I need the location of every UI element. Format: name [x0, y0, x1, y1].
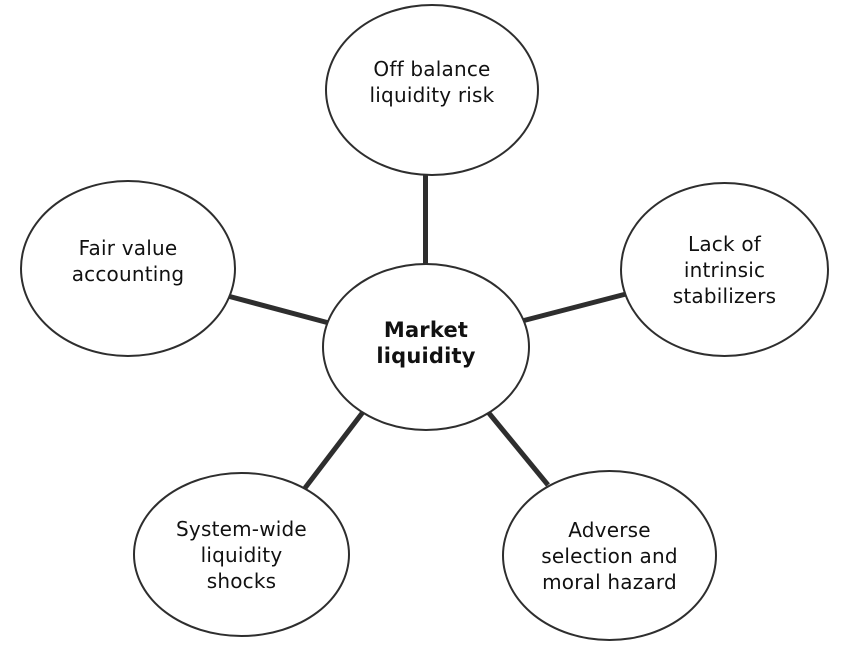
node-label: Market liquidity: [376, 318, 476, 368]
node-off-balance-liquidity-risk: Off balance liquidity risk: [325, 4, 539, 176]
node-fair-value-accounting: Fair value accounting: [20, 180, 236, 357]
connector-center-to-bottom-right: [486, 410, 550, 487]
node-lack-of-intrinsic-stabilizers: Lack of intrinsic stabilizers: [620, 182, 829, 357]
node-label: System-wide liquidity shocks: [176, 516, 307, 593]
connector-center-to-right: [521, 291, 627, 324]
connector-center-to-left: [223, 292, 330, 326]
node-market-liquidity: Market liquidity: [322, 263, 530, 431]
node-label: Adverse selection and moral hazard: [541, 517, 678, 594]
node-label: Lack of intrinsic stabilizers: [672, 231, 777, 308]
connector-center-to-bottom-left: [303, 410, 365, 490]
node-system-wide-liquidity-shocks: System-wide liquidity shocks: [133, 472, 350, 637]
node-label: Off balance liquidity risk: [369, 57, 495, 107]
node-label: Fair value accounting: [71, 235, 185, 286]
node-adverse-selection-and-moral-hazard: Adverse selection and moral hazard: [502, 470, 717, 641]
